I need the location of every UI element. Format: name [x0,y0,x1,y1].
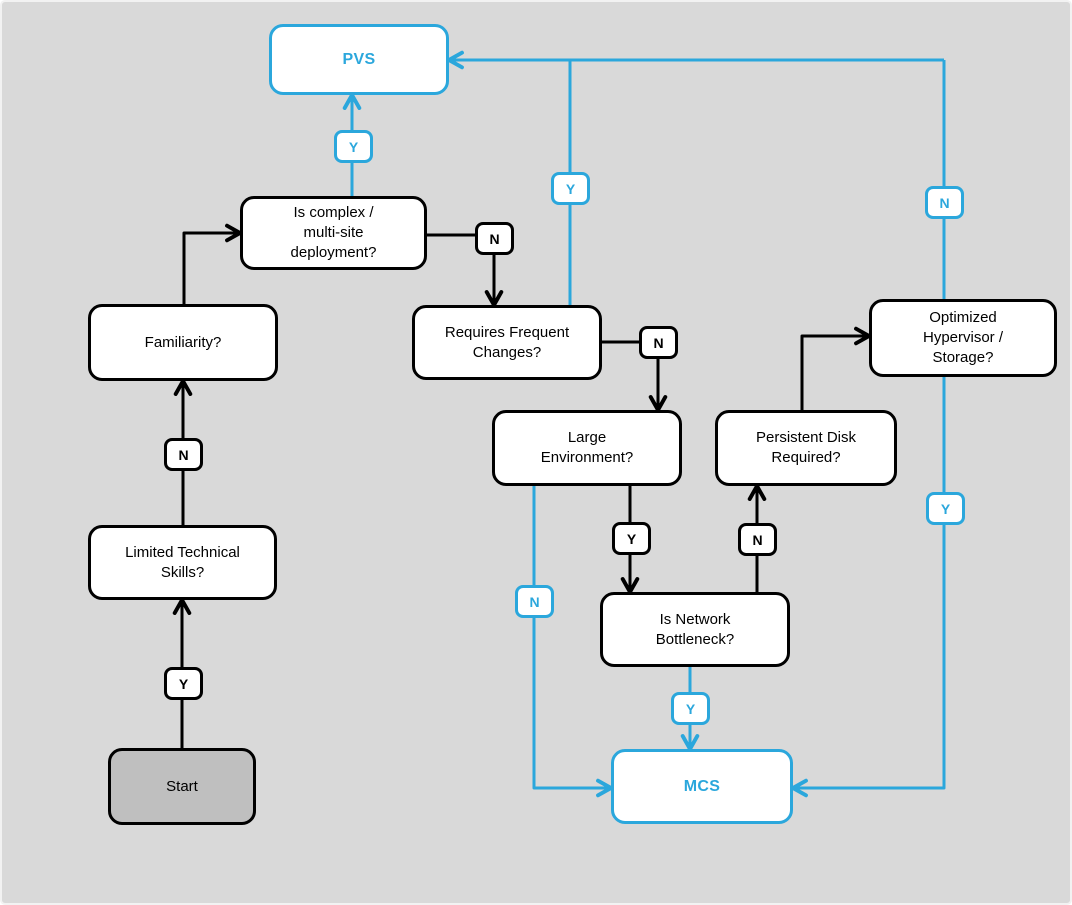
edge-label-bottleneck-yes: Y [671,692,710,725]
edge-label-complex-yes: Y [334,130,373,163]
edge-label-frequent-no: N [639,326,678,359]
edge-label-bottleneck-no: N [738,523,777,556]
node-start: Start [108,748,256,825]
edge-label-hypervisor-yes: Y [926,492,965,525]
node-mcs-label: MCS [683,777,721,795]
node-frequent-changes-label: Requires Frequent Changes? [444,323,570,361]
edge-familiarity-to-complex [182,223,242,304]
node-pvs-label: PVS [342,50,376,68]
node-familiarity-label: Familiarity? [144,333,222,351]
node-network-bottleneck: Is Network Bottleneck? [600,592,790,667]
edge-label-large-yes: Y [612,522,651,555]
edge-persistent-disk-to-optimized-hypervisor [800,326,871,410]
node-mcs: MCS [611,749,793,824]
node-network-bottleneck-label: Is Network Bottleneck? [655,610,735,648]
node-familiarity: Familiarity? [88,304,278,381]
node-optimized-hypervisor: Optimized Hypervisor / Storage? [869,299,1057,377]
node-limited-skills: Limited Technical Skills? [88,525,277,600]
edge-label-frequent-yes: Y [551,172,590,205]
node-persistent-disk: Persistent Disk Required? [715,410,897,486]
edge-label-start-yes: Y [164,667,203,700]
edge-label-complex-no: N [475,222,514,255]
node-large-environment-label: Large Environment? [540,429,634,466]
node-large-environment: Large Environment? [492,410,682,486]
node-complex-deployment: Is complex / multi-site deployment? [240,196,427,270]
node-optimized-hypervisor-label: Optimized Hypervisor / Storage? [922,309,1004,366]
edge-label-large-no: N [515,585,554,618]
node-frequent-changes: Requires Frequent Changes? [412,305,602,380]
edge-label-hypervisor-no: N [925,186,964,219]
node-start-label: Start [166,777,198,795]
edge-label-limited-no: N [164,438,203,471]
node-persistent-disk-label: Persistent Disk Required? [755,429,857,466]
node-pvs: PVS [269,24,449,95]
node-limited-skills-label: Limited Technical Skills? [125,543,240,581]
node-complex-deployment-label: Is complex / multi-site deployment? [290,204,377,261]
